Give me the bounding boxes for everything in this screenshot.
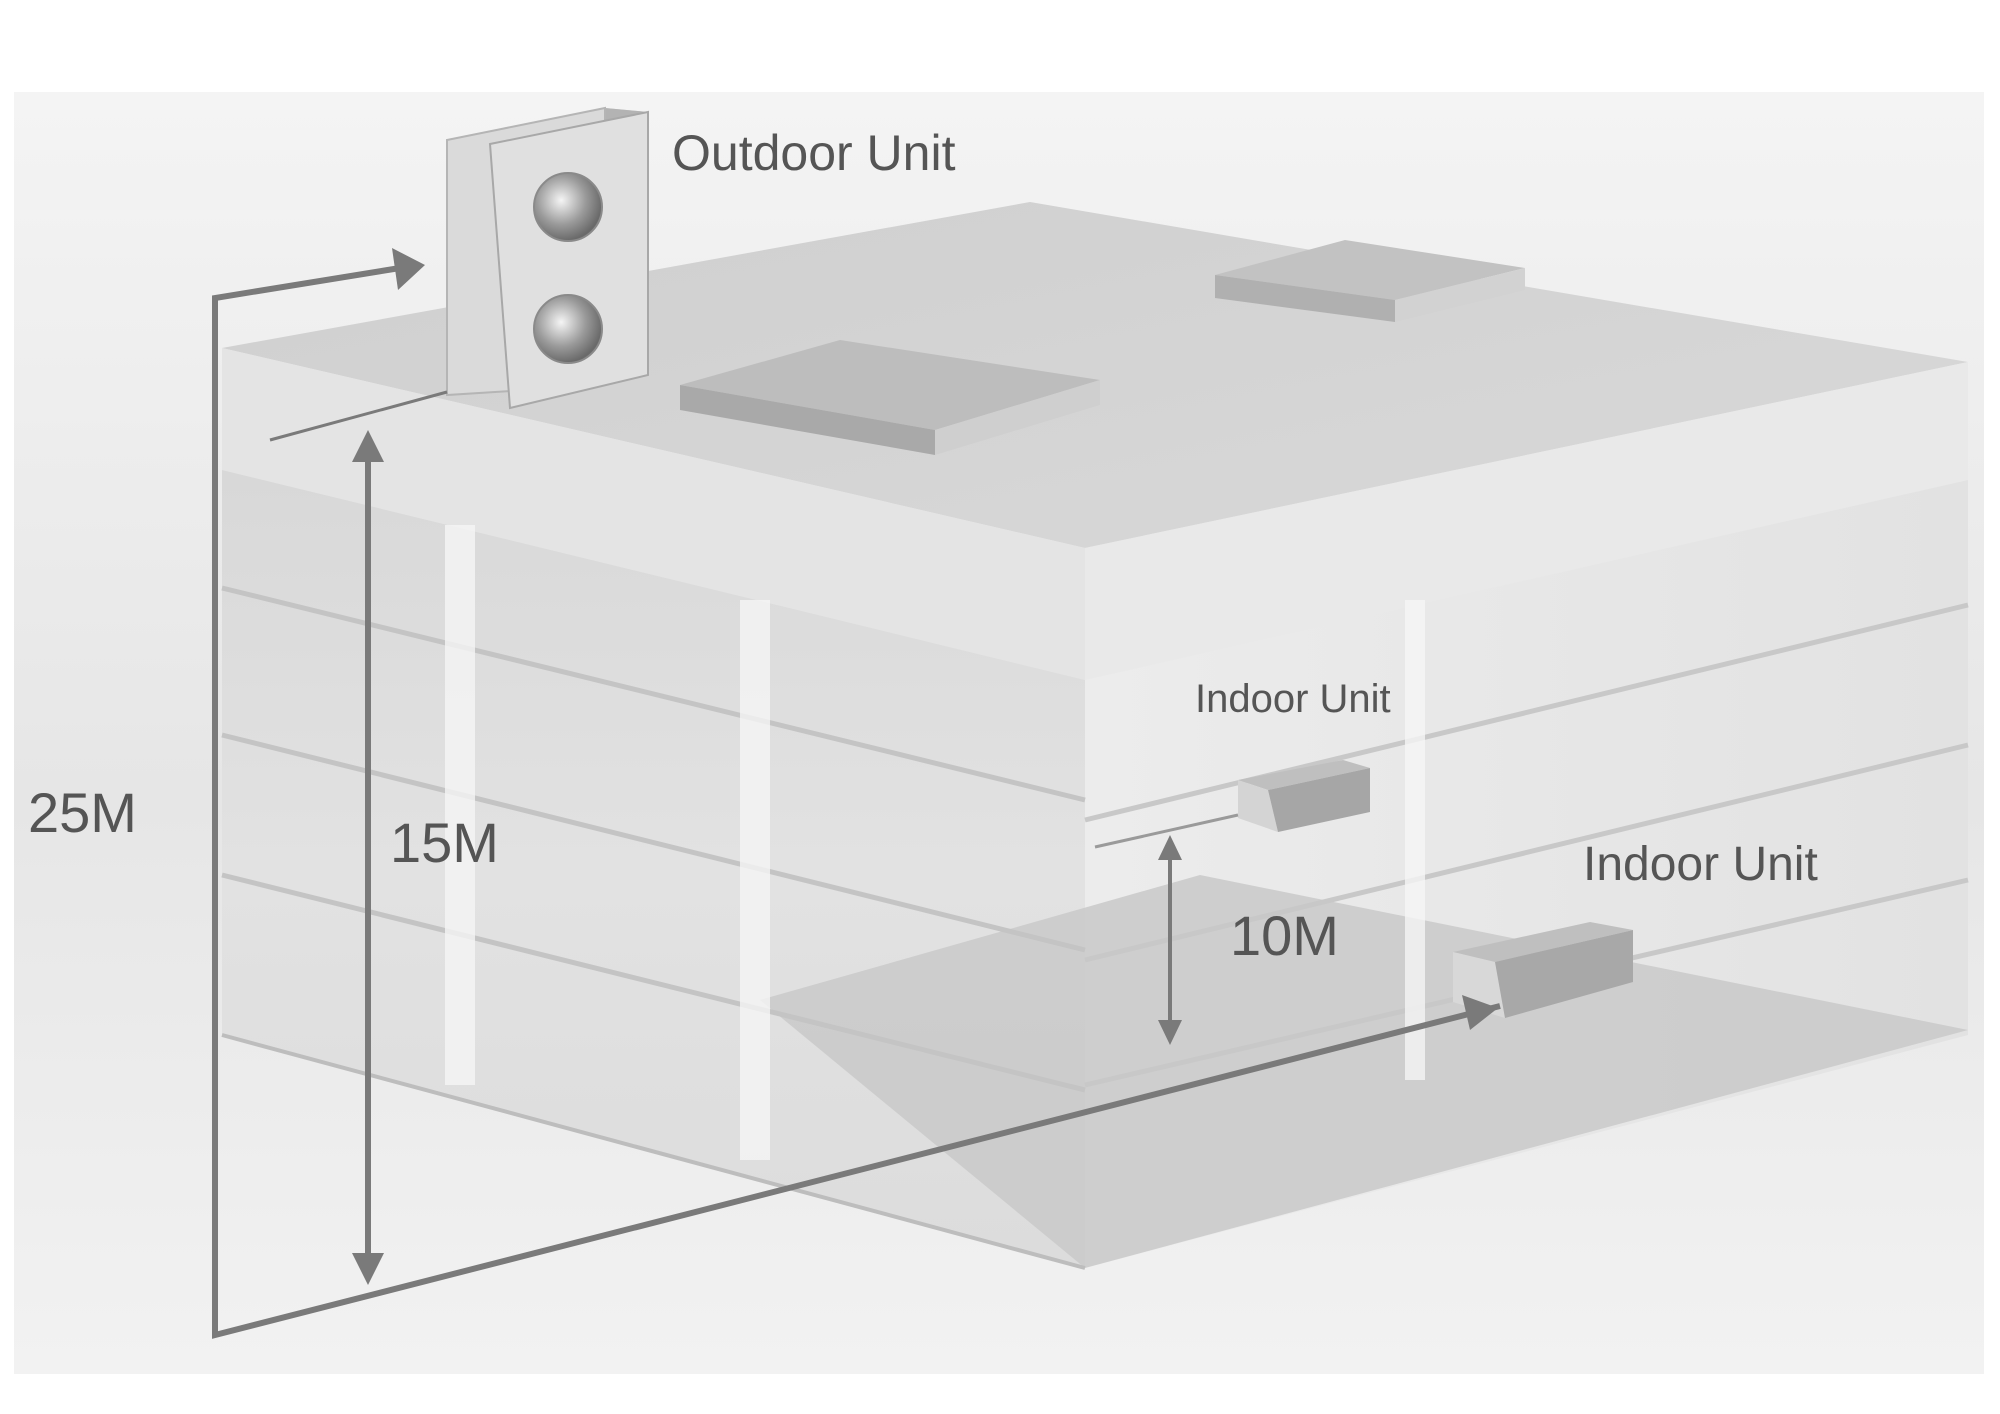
height-label-10m: 10M: [1230, 904, 1339, 967]
height-label-15m: 15M: [390, 811, 499, 874]
indoor-unit-upper-label: Indoor Unit: [1195, 677, 1391, 721]
pipe-arrow-to-outdoor: [392, 248, 425, 290]
pipe-route: [212, 265, 1501, 1339]
height-arrow-10m-top: [1158, 835, 1182, 860]
indoor-unit-lower-label: Indoor Unit: [1583, 838, 1818, 891]
roof-block-back: [1215, 240, 1525, 322]
pipe-arrow-to-indoor: [1462, 995, 1498, 1030]
window-stripes: [445, 525, 1425, 1160]
outdoor-unit: [446, 106, 649, 410]
height-arrow-10m-bottom: [1158, 1020, 1182, 1045]
height-label-25m: 25M: [28, 781, 137, 844]
height-arrow-15m-bottom: [352, 1253, 384, 1285]
outdoor-pipe-stub: [269, 390, 448, 442]
building-roof-slab-front: [222, 348, 1085, 680]
fan-icon: [533, 172, 603, 364]
upper-indoor-pipe-stub: [1094, 813, 1239, 849]
outdoor-unit-label: Outdoor Unit: [672, 125, 956, 181]
building-roof-slab-side: [1085, 362, 1968, 680]
roof-block-front: [680, 340, 1100, 455]
lower-floor-plane: [760, 875, 1968, 1268]
height-arrow-15m-top: [352, 430, 384, 462]
indoor-unit-lower: [1453, 922, 1633, 1018]
building-roof: [222, 202, 1968, 548]
indoor-unit-upper: [1238, 760, 1370, 832]
